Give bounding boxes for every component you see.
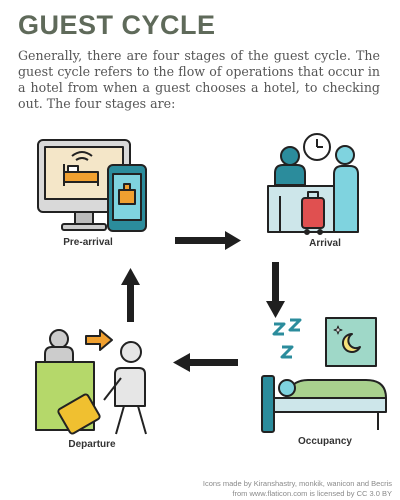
bed-night-window-icon <box>261 317 387 433</box>
intro-paragraph: Generally, there are four stages of the … <box>18 48 380 111</box>
credit-line-1: Icons made by Kiranshastry, monkik, wani… <box>202 479 392 488</box>
stage-label-pre-arrival: Pre-arrival <box>63 237 113 248</box>
arrow-departure-to-pre-arrival <box>121 268 140 322</box>
computer-phone-booking-icon <box>37 139 147 232</box>
stage-label-arrival: Arrival <box>309 238 341 249</box>
stage-label-departure: Departure <box>68 439 116 450</box>
stage-label-occupancy: Occupancy <box>298 436 352 447</box>
guest-leaving-with-suitcase-icon <box>35 329 147 435</box>
arrow-pre-arrival-to-arrival <box>175 231 241 250</box>
arrow-occupancy-to-departure <box>173 353 238 372</box>
page-title: GUEST CYCLE <box>18 10 216 40</box>
reception-clock-luggage-icon <box>267 133 359 235</box>
arrow-arrival-to-occupancy <box>266 262 285 318</box>
credit-line-2: from www.flaticon.com is licensed by CC … <box>232 489 392 498</box>
